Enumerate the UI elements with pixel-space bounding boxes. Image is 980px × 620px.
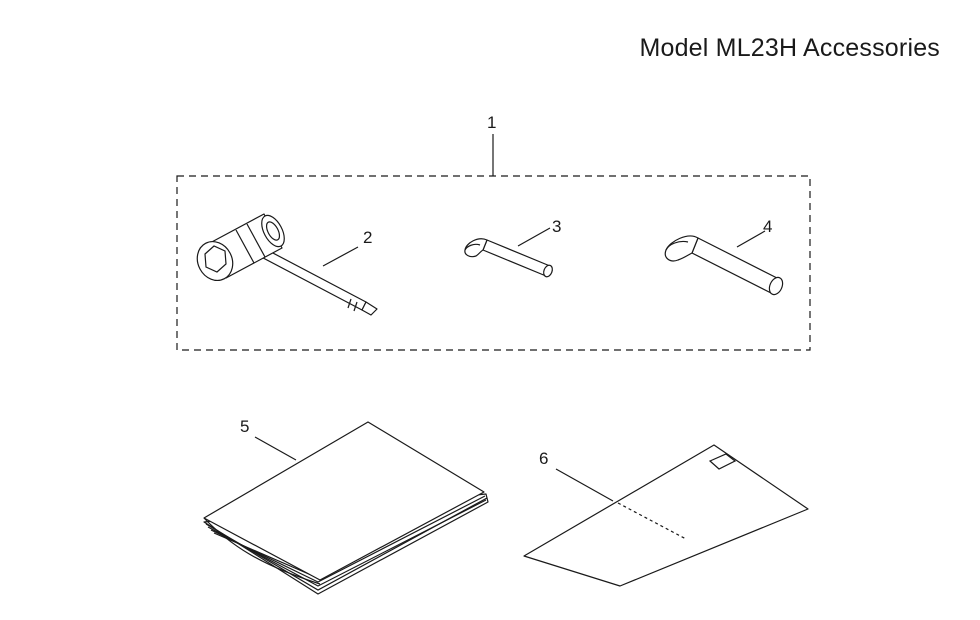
tool-kit-group: 1	[176, 113, 811, 351]
spark-plug-wrench-icon	[196, 213, 378, 316]
stamp-box	[708, 453, 737, 470]
page-title: Model ML23H Accessories	[639, 34, 940, 62]
large-hex-key-icon	[664, 235, 784, 296]
callout-6-number: 6	[539, 449, 548, 468]
callout-3-leader	[517, 227, 551, 247]
callout-2-leader	[322, 246, 359, 267]
callout-6-leader	[555, 468, 614, 502]
callout-3-number: 3	[552, 217, 561, 236]
callout-1-number: 1	[487, 113, 496, 132]
warranty-card-icon	[523, 444, 809, 587]
small-hex-key-icon	[464, 238, 553, 278]
callout-4-leader	[736, 230, 766, 248]
manual-booklet-icon	[203, 421, 489, 595]
callout-5-leader	[254, 436, 297, 461]
card-fold-dashed	[617, 502, 687, 540]
callout-5-number: 5	[240, 417, 249, 436]
callout-4-number: 4	[763, 217, 772, 236]
callout-2-number: 2	[363, 228, 372, 247]
